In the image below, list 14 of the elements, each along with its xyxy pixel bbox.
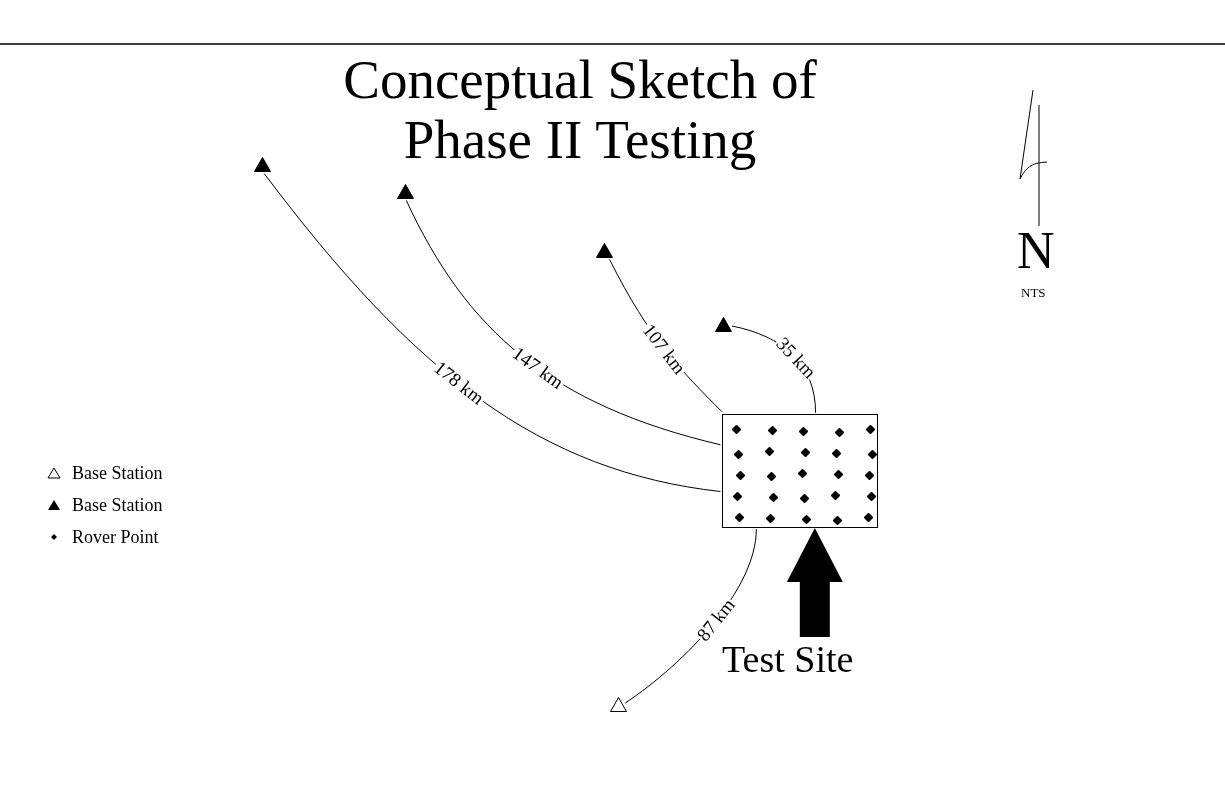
legend-text: Base Station <box>72 463 163 484</box>
north-label: N <box>1017 225 1055 277</box>
base-station-icon <box>715 317 732 332</box>
base-station-icon <box>397 184 414 199</box>
base-station-icon <box>254 157 271 172</box>
connector-line <box>263 173 721 492</box>
base-station-icon <box>596 243 613 258</box>
site-box <box>722 414 878 528</box>
legend-text: Base Station <box>72 495 163 516</box>
open-base-station-icon <box>610 697 627 712</box>
scale-note: NTS <box>1021 286 1046 299</box>
legend-text: Rover Point <box>72 527 159 548</box>
title: Conceptual Sketch of Phase II Testing <box>342 50 818 170</box>
thick-arrow <box>786 528 843 637</box>
